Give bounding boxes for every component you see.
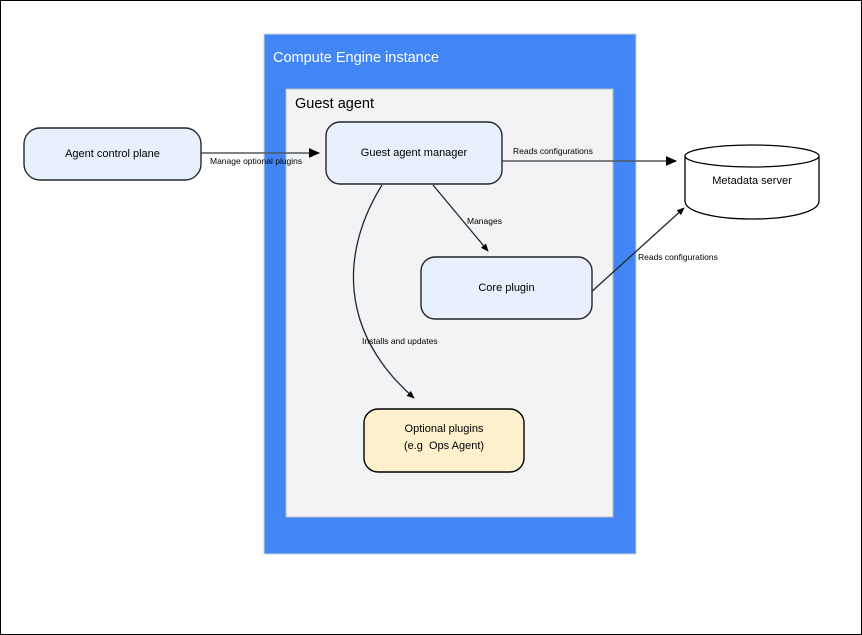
- edge-manager-to-core-plugin: [432, 184, 489, 252]
- node-core-plugin[interactable]: [420, 256, 593, 320]
- node-metadata-server[interactable]: [684, 144, 820, 220]
- node-optional-plugins[interactable]: [363, 408, 525, 473]
- edge-core-plugin-to-metadata: [588, 207, 685, 295]
- node-agent-control-plane[interactable]: [23, 127, 202, 181]
- node-guest-agent-manager[interactable]: [325, 121, 503, 185]
- edge-manager-to-optional-plugins: [352, 184, 415, 399]
